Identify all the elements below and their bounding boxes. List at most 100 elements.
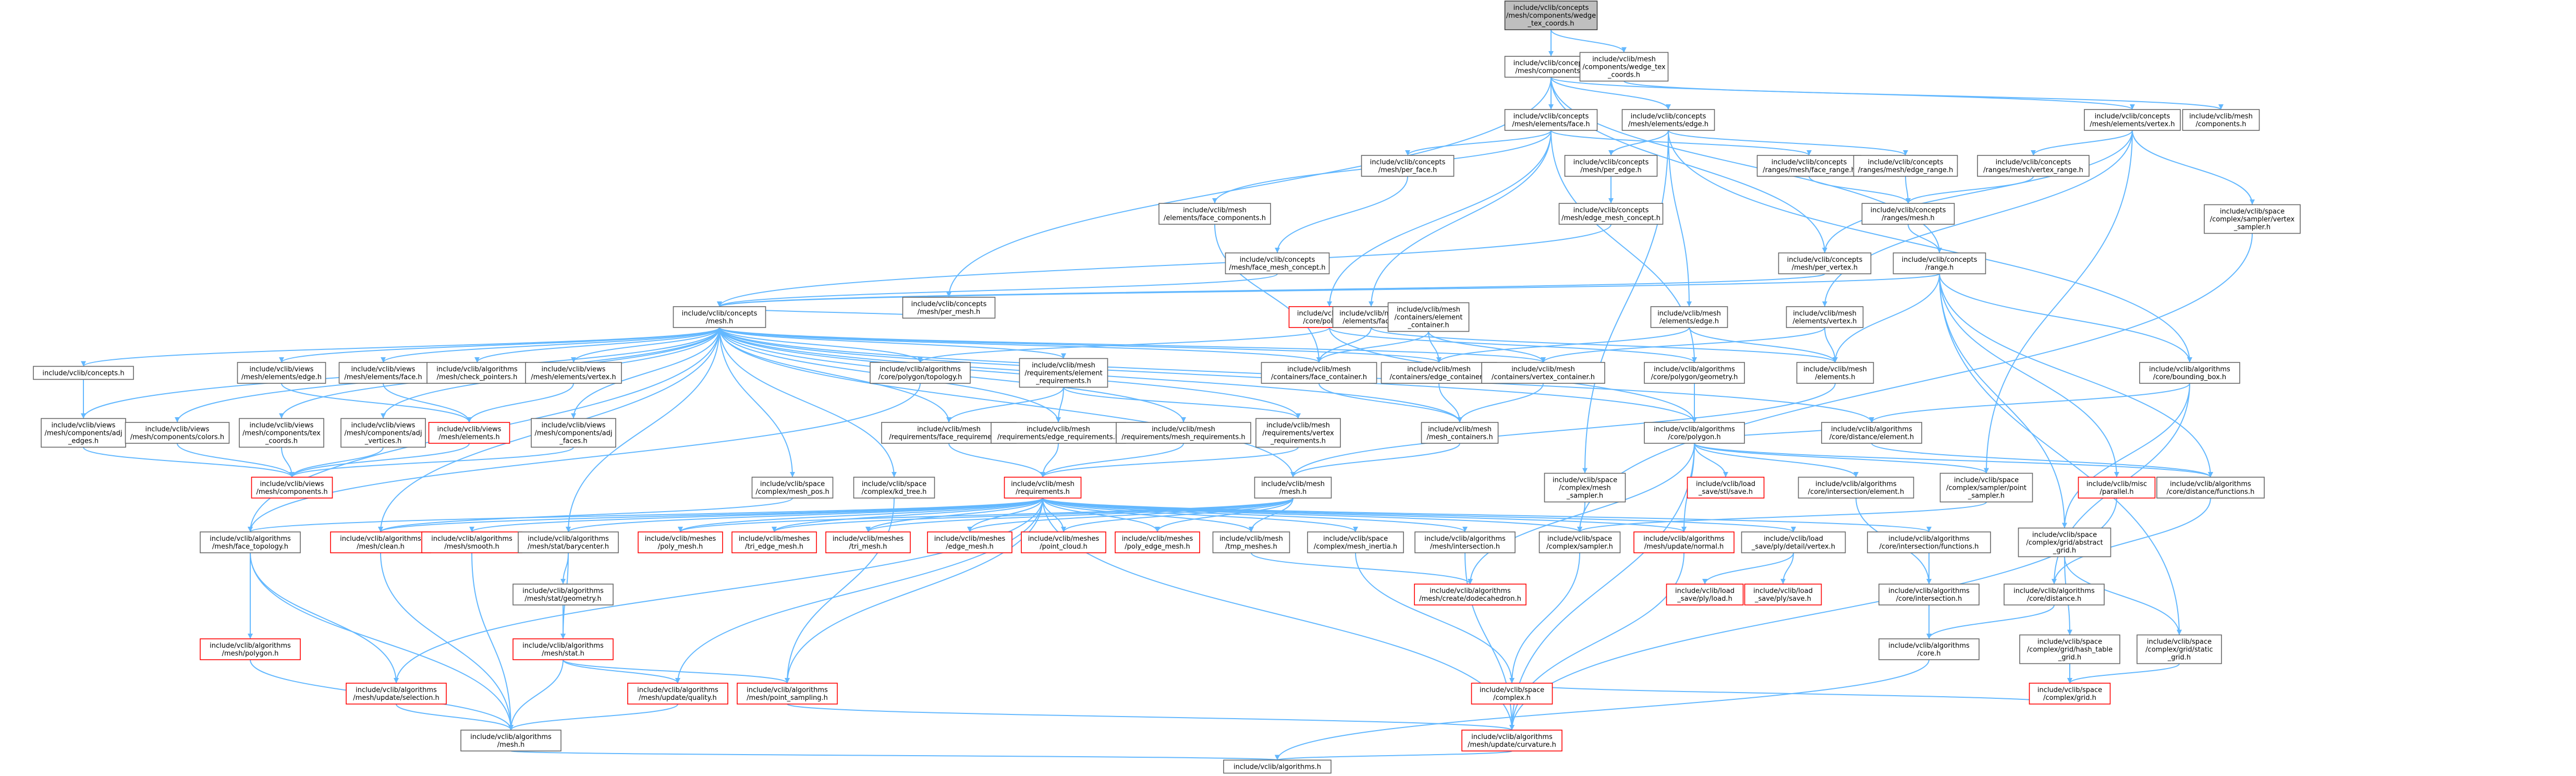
graph-node-include-vclib-views-mesh-elements-face-h[interactable]: include/vclib/views/mesh/elements/face.h	[338, 362, 428, 384]
graph-node-include-vclib-meshes-poly-edge-mesh-h[interactable]: include/vclib/meshes/poly_edge_mesh.h	[1115, 531, 1200, 553]
graph-node-include-vclib-algorithms-mesh-create-dodecahedron-h[interactable]: include/vclib/algorithms/mesh/create/dod…	[1414, 584, 1527, 605]
graph-node-include-vclib-space-complex-sampler-vertex-sampler-h[interactable]: include/vclib/space/complex/sampler/vert…	[2204, 204, 2301, 234]
graph-node-include-vclib-algorithms-mesh-face-topology-h[interactable]: include/vclib/algorithms/mesh/face_topol…	[200, 531, 301, 553]
graph-node-include-vclib-mesh-containers-element-container-h[interactable]: include/vclib/mesh/containers/element_co…	[1387, 302, 1470, 332]
graph-node-include-vclib-algorithms-core-distance-h[interactable]: include/vclib/algorithms/core/distance.h	[2004, 584, 2105, 605]
graph-node-include-vclib-concepts-mesh-elements-vertex-h[interactable]: include/vclib/concepts/mesh/elements/ver…	[2084, 109, 2181, 131]
graph-node-include-vclib-algorithms-mesh-update-quality-h[interactable]: include/vclib/algorithms/mesh/update/qua…	[627, 683, 728, 705]
graph-node-include-vclib-space-complex-mesh-inertia-h[interactable]: include/vclib/space/complex/mesh_inertia…	[1307, 531, 1404, 553]
graph-node-include-vclib-load-save-ply-load-h[interactable]: include/vclib/load_save/ply/load.h	[1666, 584, 1744, 605]
graph-node-include-vclib-mesh-elements-edge-h[interactable]: include/vclib/mesh/elements/edge.h	[1650, 306, 1728, 328]
graph-node-include-vclib-mesh-containers-edge-container-h[interactable]: include/vclib/mesh/containers/edge_conta…	[1381, 362, 1497, 384]
graph-node-include-vclib-algorithms-core-intersection-element-h[interactable]: include/vclib/algorithms/core/intersecti…	[1798, 477, 1914, 499]
node-box	[200, 531, 301, 553]
graph-node-include-vclib-views-mesh-components-adj-vertices-h[interactable]: include/vclib/views/mesh/components/adj_…	[340, 418, 426, 448]
graph-node-include-vclib-views-mesh-components-adj-faces-h[interactable]: include/vclib/views/mesh/components/adj_…	[531, 418, 616, 448]
graph-node-include-vclib-space-complex-sampler-point-sampler-h[interactable]: include/vclib/space/complex/sampler/poin…	[1939, 472, 2033, 503]
graph-node-include-vclib-mesh-containers-vertex-container-h[interactable]: include/vclib/mesh/containers/vertex_con…	[1481, 362, 1605, 384]
graph-node-include-vclib-concepts-ranges-mesh-vertex-range-h[interactable]: include/vclib/concepts/ranges/mesh/verte…	[1977, 155, 2090, 177]
graph-node-include-vclib-mesh-requirements-vertex-requirements-h[interactable]: include/vclib/mesh/requirements/vertex_r…	[1255, 418, 1341, 448]
graph-node-include-vclib-algorithms-core-intersection-h[interactable]: include/vclib/algorithms/core/intersecti…	[1878, 584, 1980, 605]
graph-node-include-vclib-mesh-requirements-h[interactable]: include/vclib/mesh/requirements.h	[1004, 477, 1082, 499]
graph-node-include-vclib-concepts-mesh-per-edge-h[interactable]: include/vclib/concepts/mesh/per_edge.h	[1564, 155, 1658, 177]
graph-node-include-vclib-load-save-ply-save-h[interactable]: include/vclib/load_save/ply/save.h	[1744, 584, 1822, 605]
graph-node-include-vclib-views-mesh-elements-edge-h[interactable]: include/vclib/views/mesh/elements/edge.h	[237, 362, 326, 384]
graph-node-include-vclib-space-complex-grid-static-grid-h[interactable]: include/vclib/space/complex/grid/static_…	[2137, 634, 2222, 664]
graph-node-include-vclib-views-mesh-components-colors-h[interactable]: include/vclib/views/mesh/components/colo…	[125, 422, 230, 444]
graph-node-include-vclib-algorithms-core-bounding-box-h[interactable]: include/vclib/algorithms/core/bounding_b…	[2139, 362, 2240, 384]
graph-node-include-vclib-views-mesh-components-tex-coords-h[interactable]: include/vclib/views/mesh/components/tex_…	[239, 418, 324, 448]
graph-node-include-vclib-algorithms-mesh-h[interactable]: include/vclib/algorithms/mesh.h	[460, 730, 561, 751]
graph-node-include-vclib-space-complex-sampler-h[interactable]: include/vclib/space/complex/sampler.h	[1539, 531, 1621, 553]
graph-node-include-vclib-algorithms-mesh-smooth-h[interactable]: include/vclib/algorithms/mesh/smooth.h	[421, 531, 522, 553]
graph-node-include-vclib-load-save-stl-save-h[interactable]: include/vclib/load_save/stl/save.h	[1687, 477, 1765, 499]
graph-node-include-vclib-concepts-mesh-elements-edge-h[interactable]: include/vclib/concepts/mesh/elements/edg…	[1621, 109, 1715, 131]
graph-node-include-vclib-algorithms-mesh-stat-barycenter-h[interactable]: include/vclib/algorithms/mesh/stat/baryc…	[518, 531, 619, 553]
graph-node-include-vclib-algorithms-mesh-update-curvature-h[interactable]: include/vclib/algorithms/mesh/update/cur…	[1461, 730, 1562, 751]
graph-node-include-vclib-algorithms-core-h[interactable]: include/vclib/algorithms/core.h	[1878, 638, 1980, 660]
graph-node-include-vclib-algorithms-mesh-update-normal-h[interactable]: include/vclib/algorithms/mesh/update/nor…	[1633, 531, 1735, 553]
graph-node-include-vclib-mesh-elements-face-components-h[interactable]: include/vclib/mesh/elements/face_compone…	[1158, 203, 1271, 225]
graph-node-include-vclib-mesh-elements-vertex-h[interactable]: include/vclib/mesh/elements/vertex.h	[1786, 306, 1864, 328]
graph-node-include-vclib-space-complex-grid-hash-table-grid-h[interactable]: include/vclib/space/complex/grid/hash_ta…	[2019, 634, 2120, 664]
graph-node-include-vclib-mesh-mesh-h[interactable]: include/vclib/mesh/mesh.h	[1254, 477, 1332, 499]
graph-node-include-vclib-algorithms-mesh-clean-h[interactable]: include/vclib/algorithms/mesh/clean.h	[330, 531, 431, 553]
graph-node-include-vclib-meshes-tri-edge-mesh-h[interactable]: include/vclib/meshes/tri_edge_mesh.h	[731, 531, 817, 553]
graph-node-include-vclib-load-save-ply-detail-vertex-h[interactable]: include/vclib/load_save/ply/detail/verte…	[1741, 531, 1846, 553]
graph-node-include-vclib-meshes-point-cloud-h[interactable]: include/vclib/meshes/point_cloud.h	[1021, 531, 1106, 553]
graph-node-include-vclib-mesh-mesh-containers-h[interactable]: include/vclib/mesh/mesh_containers.h	[1421, 422, 1499, 444]
graph-node-include-vclib-concepts-mesh-per-vertex-h[interactable]: include/vclib/concepts/mesh/per_vertex.h	[1778, 252, 1872, 274]
graph-node-include-vclib-algorithms-core-distance-element-h[interactable]: include/vclib/algorithms/core/distance/e…	[1821, 422, 1922, 444]
graph-node-include-vclib-algorithms-core-polygon-topology-h[interactable]: include/vclib/algorithms/core/polygon/to…	[870, 362, 971, 384]
graph-node-include-vclib-space-complex-mesh-pos-h[interactable]: include/vclib/space/complex/mesh_pos.h	[751, 477, 834, 499]
graph-node-include-vclib-misc-parallel-h[interactable]: include/vclib/misc/parallel.h	[2078, 477, 2156, 499]
graph-node-include-vclib-algorithms-core-polygon-h[interactable]: include/vclib/algorithms/core/polygon.h	[1644, 422, 1745, 444]
graph-node-include-vclib-algorithms-mesh-check-pointers-h[interactable]: include/vclib/algorithms/mesh/check_poin…	[426, 362, 528, 384]
graph-node-include-vclib-mesh-components-h[interactable]: include/vclib/mesh/components.h	[2182, 109, 2260, 131]
graph-node-include-vclib-algorithms-mesh-intersection-h[interactable]: include/vclib/algorithms/mesh/intersecti…	[1414, 531, 1516, 553]
graph-node-include-vclib-concepts-mesh-per-mesh-h[interactable]: include/vclib/concepts/mesh/per_mesh.h	[902, 297, 996, 319]
graph-node-include-vclib-mesh-tmp-meshes-h[interactable]: include/vclib/mesh/tmp_meshes.h	[1212, 531, 1290, 553]
graph-node-include-vclib-mesh-requirements-mesh-requirements-h[interactable]: include/vclib/mesh/requirements/mesh_req…	[1116, 422, 1251, 444]
graph-node-include-vclib-algorithms-core-polygon-geometry-h[interactable]: include/vclib/algorithms/core/polygon/ge…	[1644, 362, 1745, 384]
graph-node-include-vclib-concepts-mesh-elements-face-h[interactable]: include/vclib/concepts/mesh/elements/fac…	[1504, 109, 1598, 131]
graph-node-include-vclib-concepts-ranges-mesh-face-range-h[interactable]: include/vclib/concepts/ranges/mesh/face_…	[1756, 155, 1862, 177]
graph-node-include-vclib-algorithms-mesh-polygon-h[interactable]: include/vclib/algorithms/mesh/polygon.h	[200, 638, 301, 660]
graph-node-include-vclib-meshes-tri-mesh-h[interactable]: include/vclib/meshes/tri_mesh.h	[825, 531, 911, 553]
graph-node-include-vclib-meshes-poly-mesh-h[interactable]: include/vclib/meshes/poly_mesh.h	[638, 531, 723, 553]
graph-node-include-vclib-algorithms-h[interactable]: include/vclib/algorithms.h	[1223, 759, 1332, 774]
graph-node-include-vclib-algorithms-mesh-stat-geometry-h[interactable]: include/vclib/algorithms/mesh/stat/geome…	[512, 584, 614, 605]
node-box	[737, 683, 838, 705]
graph-node-include-vclib-concepts-mesh-per-face-h[interactable]: include/vclib/concepts/mesh/per_face.h	[1361, 155, 1455, 177]
node-label-line: /mesh/components/colors.h	[130, 433, 224, 441]
graph-node-include-vclib-concepts-mesh-edge-mesh-concept-h[interactable]: include/vclib/concepts/mesh/edge_mesh_co…	[1558, 203, 1664, 225]
graph-node-include-vclib-algorithms-mesh-update-selection-h[interactable]: include/vclib/algorithms/mesh/update/sel…	[346, 683, 447, 705]
graph-node-include-vclib-mesh-elements-h[interactable]: include/vclib/mesh/elements.h	[1796, 362, 1874, 384]
graph-node-include-vclib-algorithms-core-distance-functions-h[interactable]: include/vclib/algorithms/core/distance/f…	[2156, 477, 2265, 499]
node-box	[1878, 638, 1980, 660]
graph-node-include-vclib-concepts-mesh-face-mesh-concept-h[interactable]: include/vclib/concepts/mesh/face_mesh_co…	[1225, 252, 1330, 274]
graph-node-include-vclib-algorithms-mesh-point-sampling-h[interactable]: include/vclib/algorithms/mesh/point_samp…	[737, 683, 838, 705]
graph-node-include-vclib-space-complex-h[interactable]: include/vclib/space/complex.h	[1471, 683, 1553, 705]
graph-node-include-vclib-algorithms-mesh-stat-h[interactable]: include/vclib/algorithms/mesh/stat.h	[512, 638, 614, 660]
graph-node-include-vclib-mesh-components-wedge-tex-coords-h[interactable]: include/vclib/mesh/components/wedge_tex_…	[1579, 52, 1669, 82]
graph-node-include-vclib-concepts-ranges-mesh-edge-range-h[interactable]: include/vclib/concepts/ranges/mesh/edge_…	[1853, 155, 1958, 177]
graph-node-include-vclib-space-complex-kd-tree-h[interactable]: include/vclib/space/complex/kd_tree.h	[853, 477, 935, 499]
graph-node-include-vclib-mesh-requirements-element-requirements-h[interactable]: include/vclib/mesh/requirements/element_…	[1019, 358, 1108, 388]
graph-node-include-vclib-concepts-range-h[interactable]: include/vclib/concepts/range.h	[1893, 252, 1986, 274]
graph-node-include-vclib-space-complex-mesh-sampler-h[interactable]: include/vclib/space/complex/mesh_sampler…	[1544, 472, 1626, 503]
graph-node-include-vclib-mesh-requirements-edge-requirements-h[interactable]: include/vclib/mesh/requirements/edge_req…	[991, 422, 1126, 444]
graph-node-include-vclib-views-mesh-components-h[interactable]: include/vclib/views/mesh/components.h	[251, 477, 333, 499]
dependency-edge-n64-n97	[380, 552, 514, 731]
graph-node-include-vclib-space-complex-grid-abstract-grid-h[interactable]: include/vclib/space/complex/grid/abstrac…	[2018, 527, 2111, 557]
graph-node-include-vclib-views-mesh-elements-h[interactable]: include/vclib/views/mesh/elements.h	[428, 422, 510, 444]
graph-node-include-vclib-space-complex-grid-h[interactable]: include/vclib/space/complex/grid.h	[2029, 683, 2111, 705]
graph-node-include-vclib-concepts-mesh-h[interactable]: include/vclib/concepts/mesh.h	[673, 306, 766, 328]
graph-node-include-vclib-mesh-containers-face-container-h[interactable]: include/vclib/mesh/containers/face_conta…	[1261, 362, 1377, 384]
graph-node-include-vclib-views-mesh-elements-vertex-h[interactable]: include/vclib/views/mesh/elements/vertex…	[525, 362, 622, 384]
graph-node-include-vclib-meshes-edge-mesh-h[interactable]: include/vclib/meshes/edge_mesh.h	[927, 531, 1012, 553]
graph-node-include-vclib-concepts-ranges-mesh-h[interactable]: include/vclib/concepts/ranges/mesh.h	[1861, 203, 1955, 225]
graph-node-include-vclib-algorithms-core-intersection-functions-h[interactable]: include/vclib/algorithms/core/intersecti…	[1867, 531, 1991, 553]
graph-node-include-vclib-concepts-h[interactable]: include/vclib/concepts.h	[33, 366, 134, 380]
graph-node-include-vclib-views-mesh-components-adj-edges-h[interactable]: include/vclib/views/mesh/components/adj_…	[41, 418, 126, 448]
